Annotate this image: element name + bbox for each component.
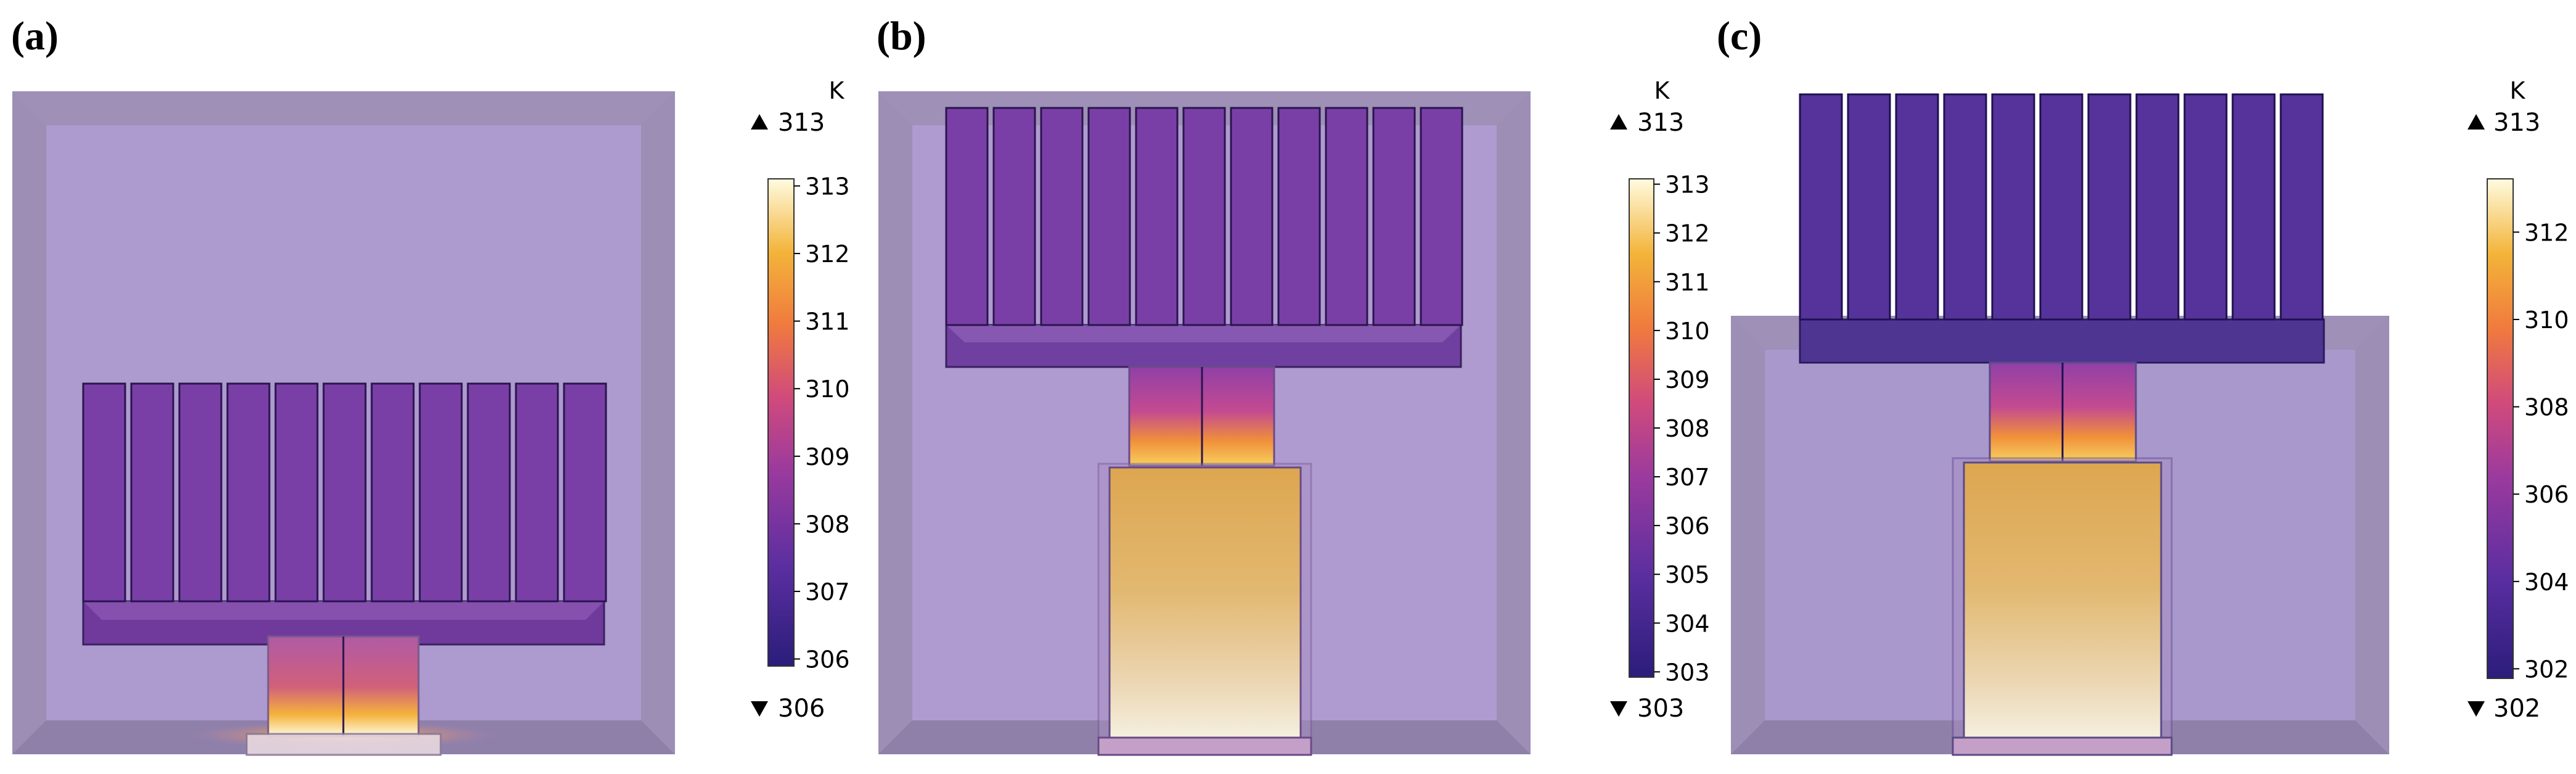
colorbar-tick-label: 310	[2524, 307, 2569, 334]
min-marker-icon	[2468, 701, 2485, 717]
heatsink	[1799, 93, 2325, 364]
colorbar-tick-label: 304	[2524, 569, 2569, 596]
heat-pipe	[1128, 366, 1275, 467]
heat-source	[245, 635, 442, 756]
colorbar-tick-label: 306	[805, 646, 850, 673]
colorbar: K 313 313 312 311 310 309 308 307 306 306	[751, 77, 850, 723]
max-marker-icon	[751, 114, 768, 130]
panel-label: (c)	[1717, 14, 1762, 59]
colorbar-tick-label: 308	[1665, 415, 1710, 442]
colorbar-min: 306	[778, 694, 825, 723]
colorbar-tick-label: 307	[805, 578, 850, 606]
colorbar-tick-label: 303	[1665, 659, 1710, 686]
heat-source-block	[1952, 457, 2173, 756]
panel-label: (b)	[877, 14, 926, 59]
heatsink	[945, 107, 1463, 368]
heatsink-fins	[945, 107, 1463, 326]
colorbar-tick-label: 309	[1665, 366, 1710, 393]
min-marker-icon	[751, 701, 768, 717]
colorbar-tick-label: 302	[2524, 656, 2569, 683]
colorbar-max: 313	[2493, 109, 2540, 137]
colorbar-tick-label: 313	[1665, 171, 1710, 199]
colorbar-tick-label: 310	[805, 376, 850, 403]
colorbar: K 313 313312311310309308307306305304303 …	[1610, 77, 1710, 723]
colorbar-scale	[2487, 178, 2514, 679]
colorbar-min: 303	[1637, 694, 1684, 723]
colorbar-tick-label: 313	[805, 173, 850, 200]
colorbar-tick-label: 306	[1665, 513, 1710, 540]
colorbar-tick-label: 305	[1665, 561, 1710, 588]
colorbar-tick-label: 307	[1665, 464, 1710, 491]
panel-a: (a)	[11, 14, 850, 756]
colorbar-tick-label: 306	[2524, 481, 2569, 508]
panel-b: (b)	[877, 14, 1710, 756]
heat-source-block	[1097, 463, 1312, 756]
colorbar-unit: K	[829, 77, 845, 104]
colorbar-scale	[767, 178, 795, 667]
colorbar-tick-label: 311	[805, 308, 850, 336]
colorbar-tick-label: 309	[805, 443, 850, 471]
colorbar-max: 313	[1637, 109, 1684, 137]
colorbar-tick-label: 310	[1665, 318, 1710, 345]
colorbar-tick-label: 312	[805, 241, 850, 268]
colorbar-tick-label: 308	[805, 511, 850, 538]
colorbar-tick-label: 311	[1665, 269, 1710, 296]
max-marker-icon	[2468, 114, 2485, 130]
heatsink	[82, 382, 607, 646]
colorbar-tick-label: 304	[1665, 610, 1710, 637]
colorbar-unit: K	[2510, 77, 2526, 104]
colorbar-max: 313	[778, 109, 825, 137]
colorbar-ticks: 312 310 308 306 304 302	[2513, 219, 2569, 683]
min-marker-icon	[1610, 701, 1627, 717]
colorbar: K 313 312 310 308 306 304 302 302	[2468, 77, 2569, 723]
colorbar-ticks: 313 312 311 310 309 308 307 306 305 304 303	[1654, 171, 1710, 686]
colorbar-min: 302	[2493, 694, 2540, 723]
colorbar-ticks: 313 312 311 310 309 308 307 306	[794, 173, 850, 673]
colorbar-tick-label: 312	[1665, 220, 1710, 247]
max-marker-icon	[1610, 114, 1627, 130]
panel-label: (a)	[11, 14, 59, 59]
colorbar-scale	[1629, 178, 1654, 678]
colorbar-unit: K	[1654, 77, 1670, 104]
colorbar-tick-label: 312	[2524, 219, 2569, 246]
heat-pipe	[1989, 361, 2137, 463]
heatsink-fins	[1799, 93, 2324, 321]
panel-c: (c)	[1717, 14, 2569, 756]
heatsink-fins	[82, 382, 607, 603]
colorbar-tick-label: 308	[2524, 394, 2569, 421]
